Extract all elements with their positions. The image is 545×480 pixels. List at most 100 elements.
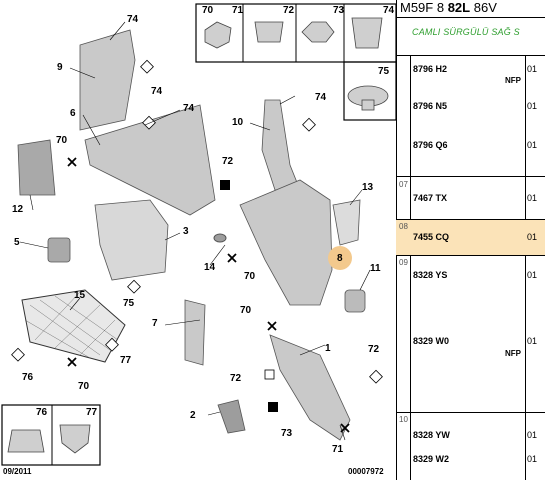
callout: 9 [57,62,63,73]
group-number: 10 [399,415,408,424]
callout: 2 [190,410,196,421]
row-divider [396,412,545,413]
callout: 3 [183,226,189,237]
callout: 1 [325,343,331,354]
callout: 12 [12,204,24,215]
callout-75: 75 [378,66,390,77]
callout: 74 [315,92,327,103]
grille-5 [47,237,71,263]
highlight-bubble [328,246,352,270]
part-nfp: NFP [505,76,521,85]
callout: 77 [120,355,132,366]
model-code: M59F 8 82L 86V [400,0,497,15]
callout-71: 71 [232,5,244,16]
cover-7 [184,299,206,366]
panel-9 [79,29,136,131]
marker-73 [268,402,278,412]
group-number: 09 [399,258,408,267]
part-ref[interactable]: 8329 W2 [413,454,450,464]
callout: 74 [183,103,195,114]
sill-6 [84,104,216,216]
clip-72 [254,21,284,43]
fastener-box-75 [343,61,396,121]
row-divider [396,219,545,220]
part-qty: 01 [527,232,538,242]
section-description: CAMLI SÜRGÜLÜ SAĞ S [412,27,520,37]
row-divider [396,255,545,256]
callout-73: 73 [333,5,345,16]
part-ref[interactable]: 8329 W0 [413,336,450,346]
part-nfp: NFP [505,349,521,358]
fastener-box-bottom [1,404,101,466]
qty-column-line [525,55,526,480]
bracket-13 [332,199,361,246]
trim-8 [239,179,333,306]
floor-trim-1 [269,334,351,441]
clip-74 [351,17,383,49]
part-ref[interactable]: 8796 Q6 [413,140,448,150]
part-qty: 01 [527,193,538,203]
callout: 74 [151,86,163,97]
callout: 72 [368,344,380,355]
part-qty: 01 [527,430,538,440]
part-qty: 01 [527,270,538,280]
header-divider [396,17,545,18]
highlighted-row-bg [396,219,545,255]
part-ref-selected[interactable]: 7455 CQ [413,232,450,242]
plate-12 [17,139,56,196]
part-ref[interactable]: 8328 YS [413,270,448,280]
part-qty: 01 [527,64,538,74]
callout: 71 [332,444,344,455]
nut-73 [301,21,335,43]
callout: 70 [78,381,90,392]
part-qty: 01 [527,454,538,464]
callout: 13 [362,182,374,193]
callout: 70 [240,305,252,316]
callout-70: 70 [202,5,214,16]
callout: 14 [204,262,216,273]
callout: 75 [123,298,135,309]
cover-11 [344,289,366,313]
footer-drawing-number: 00007972 [348,467,384,476]
part-ref[interactable]: 8796 H2 [413,64,448,74]
marker-72 [220,180,230,190]
pillar-10 [261,99,301,191]
group-number: 08 [399,222,408,231]
callout: 70 [244,271,256,282]
exploded-diagram: 70 71 72 73 74 75 74 9 74 6 74 10 74 70 … [1,0,397,480]
model-code-prefix: M59F 8 [400,0,445,15]
part-ref[interactable]: 8796 N5 [413,101,448,111]
group-number: 07 [399,180,408,189]
screw-70 [204,21,232,49]
part-qty: 01 [527,140,538,150]
footer-date: 09/2011 [3,467,32,476]
panel-3 [94,199,169,281]
callout: 7 [152,318,158,329]
callout: 72 [230,373,242,384]
callout: 76 [22,372,34,383]
callout-74: 74 [383,5,395,16]
callout: 8 [337,253,343,264]
row-divider [396,176,545,177]
callout: 72 [222,156,234,167]
callout: 76 [36,407,48,418]
part-ref[interactable]: 7467 TX [413,193,448,203]
callout: 5 [14,237,20,248]
callout: 15 [74,290,86,301]
callout: 6 [70,108,76,119]
clip-76 [7,429,45,453]
part-qty: 01 [527,101,538,111]
callout: 77 [86,407,98,418]
table-top-divider [396,55,545,56]
part-ref[interactable]: 8328 YW [413,430,450,440]
hook-2 [217,399,246,434]
callout: 70 [56,135,68,146]
callout: 73 [281,428,293,439]
callout: 74 [127,14,139,25]
callout: 11 [370,263,381,274]
diagram-drawing [1,3,396,466]
model-code-bold: 82L [447,0,471,15]
callout-72: 72 [283,5,295,16]
model-code-suffix: 86V [473,0,497,15]
group-column-line [410,55,411,480]
